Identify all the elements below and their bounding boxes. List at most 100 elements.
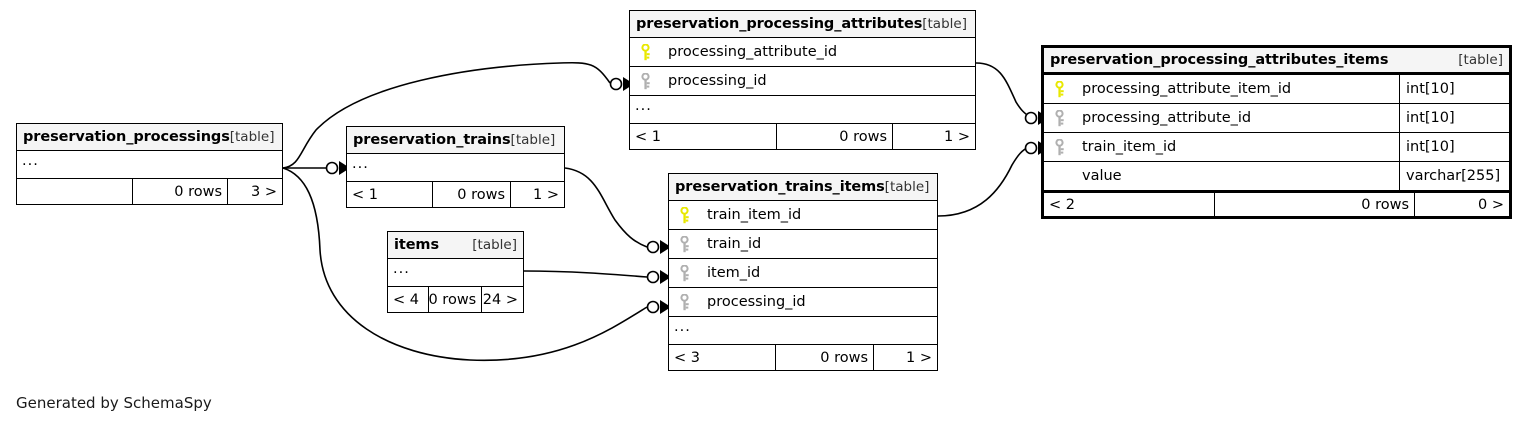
column-row[interactable]: processing_id xyxy=(669,288,937,317)
table-preservation_processings[interactable]: preservation_processings[table]...0 rows… xyxy=(16,123,283,205)
column-main: processing_attribute_item_id xyxy=(1044,75,1399,103)
column-row[interactable]: processing_attribute_id int[10] xyxy=(1044,104,1509,133)
footer-prev-link[interactable]: < 4 xyxy=(393,291,419,308)
column-name: processing_id xyxy=(668,73,767,89)
column-row[interactable]: train_id xyxy=(669,230,937,259)
generated-by-credit: Generated by SchemaSpy xyxy=(16,394,212,412)
column-type: int[10] xyxy=(1399,104,1509,132)
table-preservation_processing_attributes_items[interactable]: preservation_processing_attributes_items… xyxy=(1041,45,1512,219)
more-columns-ellipsis: ... xyxy=(388,259,523,287)
column-main: processing_id xyxy=(669,288,937,316)
table-header-preservation_processing_attributes: preservation_processing_attributes[table… xyxy=(630,11,975,38)
footer-row-count: 0 rows xyxy=(1214,193,1414,216)
footer-row-count: 0 rows xyxy=(427,287,481,312)
foreign-key-icon xyxy=(1044,138,1074,156)
column-name: processing_attribute_item_id xyxy=(1082,81,1292,97)
column-name: item_id xyxy=(707,265,761,281)
edge-processing-attributes-to-attributes-items xyxy=(975,62,1031,118)
foreign-key-icon xyxy=(1044,109,1074,127)
table-type-tag: [table] xyxy=(922,16,967,32)
column-name: train_item_id xyxy=(1082,139,1177,155)
column-type: int[10] xyxy=(1399,133,1509,161)
table-name: preservation_trains xyxy=(353,132,511,148)
column-row[interactable]: value varchar[255] xyxy=(1044,162,1509,191)
column-main: processing_id xyxy=(630,67,975,95)
column-main: processing_attribute_id xyxy=(630,38,975,66)
footer-next-link[interactable]: 0 > xyxy=(1414,193,1509,216)
footer-row-count: 0 rows xyxy=(776,124,892,149)
column-row[interactable]: processing_id xyxy=(630,67,975,96)
primary-key-icon xyxy=(1044,80,1074,98)
more-columns-ellipsis: ... xyxy=(347,154,564,182)
table-type-tag: [table] xyxy=(472,237,517,253)
table-name: items xyxy=(394,237,439,253)
table-name: preservation_processing_attributes xyxy=(636,16,923,32)
column-row[interactable]: processing_attribute_item_id int[10] xyxy=(1044,75,1509,104)
edge-trains-to-trains-items-train xyxy=(564,167,648,248)
column-type: varchar[255] xyxy=(1399,162,1509,190)
footer-prev-link[interactable] xyxy=(17,179,132,204)
footer-prev-link[interactable]: < 3 xyxy=(674,349,700,366)
foreign-key-icon xyxy=(669,264,699,282)
column-main: item_id xyxy=(669,259,937,287)
primary-key-icon xyxy=(630,43,660,61)
column-main: train_id xyxy=(669,230,937,258)
table-preservation_trains_items[interactable]: preservation_trains_items[table] train_it… xyxy=(668,173,938,371)
primary-key-icon xyxy=(669,206,699,224)
table-type-tag: [table] xyxy=(1458,52,1503,68)
column-main: train_item_id xyxy=(1044,133,1399,161)
more-columns-ellipsis: ... xyxy=(669,317,937,345)
table-name: preservation_trains_items xyxy=(675,179,885,195)
more-columns-ellipsis: ... xyxy=(17,151,282,179)
footer-next-link[interactable]: 1 > xyxy=(892,124,975,149)
footer-row-count: 0 rows xyxy=(775,345,873,370)
column-name: train_item_id xyxy=(707,207,802,223)
table-name: preservation_processing_attributes_items xyxy=(1050,52,1389,68)
column-row[interactable]: processing_attribute_id xyxy=(630,38,975,67)
edge-items-to-trains-items-item xyxy=(523,270,648,278)
table-preservation_processing_attributes[interactable]: preservation_processing_attributes[table… xyxy=(629,10,976,150)
column-name: processing_attribute_id xyxy=(1082,110,1252,126)
column-main: value xyxy=(1044,162,1399,190)
table-type-tag: [table] xyxy=(884,179,930,195)
foreign-key-icon xyxy=(669,235,699,253)
footer-next-link[interactable]: 1 > xyxy=(510,182,564,207)
column-name: train_id xyxy=(707,236,762,252)
more-columns-ellipsis: ... xyxy=(630,96,975,124)
edge-trains-items-to-attributes-items xyxy=(937,146,1030,217)
table-header-preservation_processings: preservation_processings[table] xyxy=(17,124,282,151)
table-header-preservation_trains_items: preservation_trains_items[table] xyxy=(669,174,937,201)
column-name: value xyxy=(1082,168,1122,184)
column-row[interactable]: item_id xyxy=(669,259,937,288)
column-main: processing_attribute_id xyxy=(1044,104,1399,132)
footer-row-count: 0 rows xyxy=(132,179,227,204)
column-type: int[10] xyxy=(1399,75,1509,103)
footer-next-link[interactable]: 1 > xyxy=(873,345,937,370)
footer-next-link[interactable]: 3 > xyxy=(227,179,282,204)
foreign-key-icon xyxy=(630,72,660,90)
footer-next-link[interactable]: 24 > xyxy=(481,287,523,312)
foreign-key-icon xyxy=(669,293,699,311)
footer-prev-link[interactable]: < 1 xyxy=(352,186,378,203)
column-row[interactable]: train_item_id xyxy=(669,201,937,230)
table-header-items: items [table] xyxy=(388,232,523,259)
column-main: train_item_id xyxy=(669,201,937,229)
table-type-tag: [table] xyxy=(510,132,556,148)
column-name: processing_id xyxy=(707,294,806,310)
table-header-preservation_trains: preservation_trains[table] xyxy=(347,127,564,154)
footer-prev-link[interactable]: < 2 xyxy=(1049,196,1075,213)
footer-row-count: 0 rows xyxy=(432,182,510,207)
footer-prev-link[interactable]: < 1 xyxy=(635,128,661,145)
column-row[interactable]: train_item_id int[10] xyxy=(1044,133,1509,162)
column-name: processing_attribute_id xyxy=(668,44,838,60)
table-type-tag: [table] xyxy=(229,129,275,145)
